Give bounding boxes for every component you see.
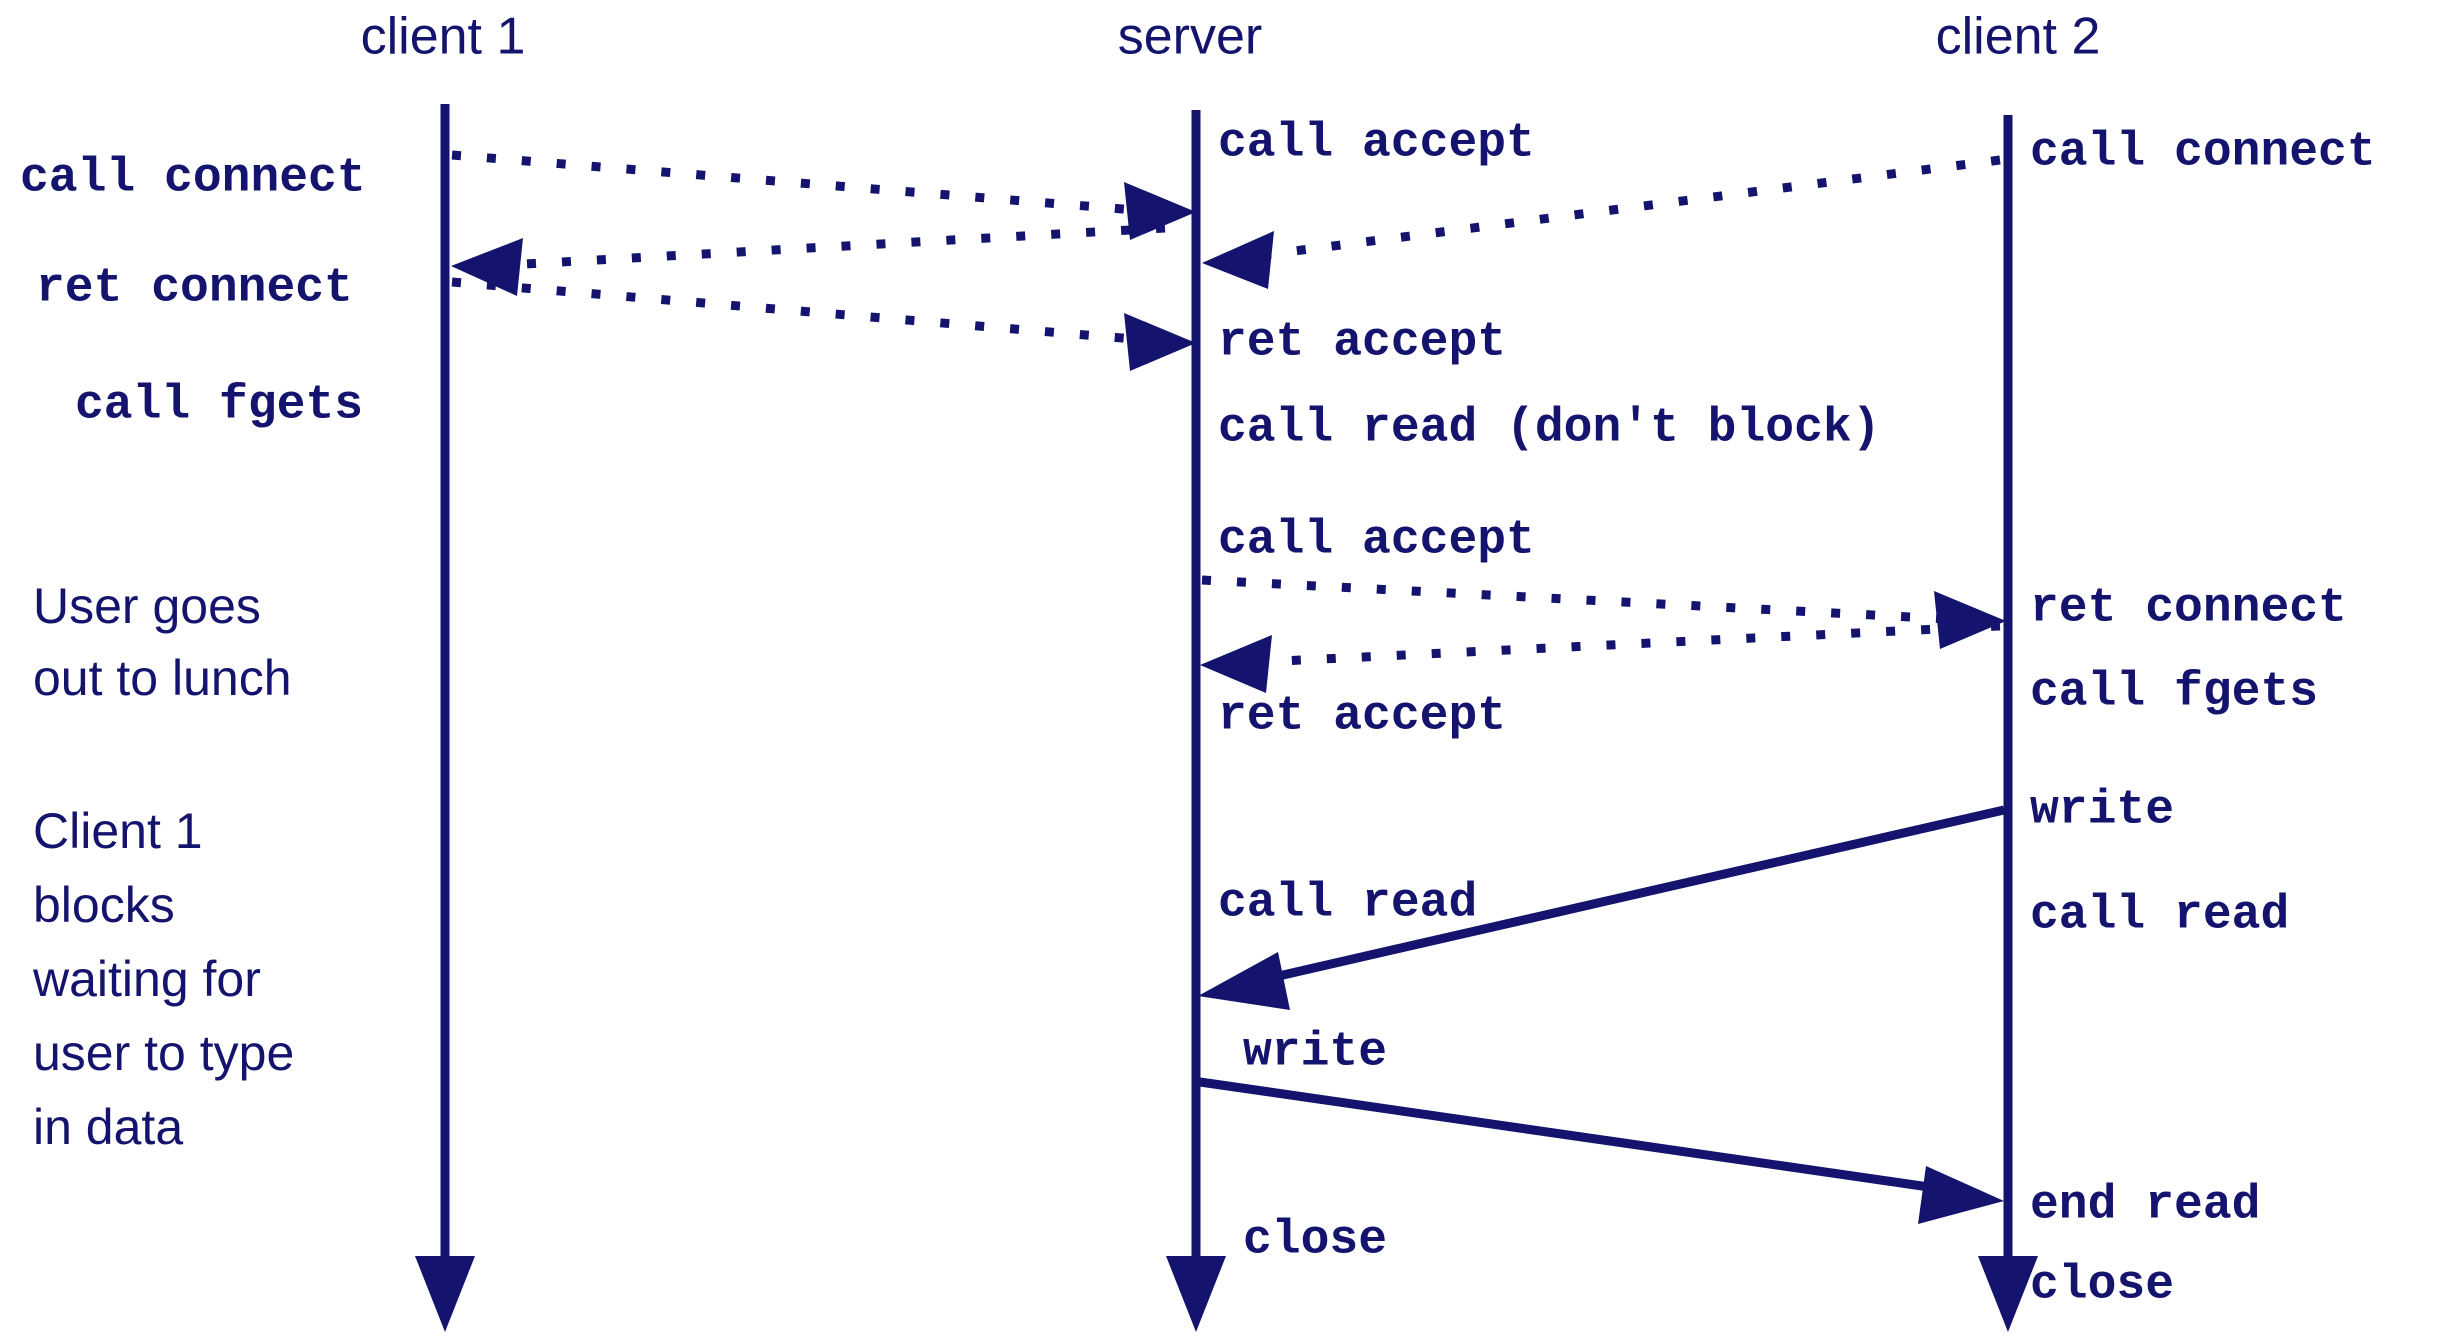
message-arrow-ret-connect-server-to-c2 — [1201, 575, 2006, 649]
label-client1-call-fgets: call fgets — [75, 379, 363, 433]
note-line: out to lunch — [33, 650, 292, 706]
label-client2-write: write — [2030, 784, 2174, 838]
label-client2-end-read: end read — [2030, 1179, 2260, 1233]
label-server-call-accept-1: call accept — [1218, 117, 1535, 171]
note-user-goes-out-to-lunch: User goes out to lunch — [33, 578, 292, 706]
label-server-call-read-dont-block: call read (don't block) — [1218, 402, 1881, 456]
label-client1-ret-connect: ret connect — [36, 262, 353, 316]
note-line: User goes — [33, 578, 261, 634]
header-client2: client 2 — [1936, 8, 2101, 66]
label-client2-call-read: call read — [2030, 889, 2289, 943]
label-client2-call-connect: call connect — [2030, 126, 2376, 180]
note-line: in data — [33, 1099, 183, 1155]
message-arrow-write-c2-to-server — [1198, 805, 2006, 1010]
lifeline-end-arrow-client2 — [1978, 1256, 2038, 1332]
label-client2-ret-connect: ret connect — [2030, 582, 2347, 636]
message-arrow-call-connect-c2-to-server — [1202, 155, 2001, 289]
header-client1: client 1 — [361, 8, 526, 66]
message-arrow-ret-connect-server-to-c1 — [451, 223, 1166, 296]
note-line: blocks — [33, 877, 175, 933]
label-server-ret-accept-2: ret accept — [1218, 690, 1506, 744]
lifeline-client2 — [1978, 115, 2038, 1332]
lifeline-end-arrow-client1 — [415, 1256, 475, 1332]
label-server-close: close — [1243, 1214, 1387, 1268]
label-server-write: write — [1243, 1026, 1387, 1080]
label-client2-call-fgets: call fgets — [2030, 666, 2318, 720]
label-server-call-accept-2: call accept — [1218, 514, 1535, 568]
note-line: user to type — [33, 1025, 294, 1081]
note-line: waiting for — [32, 951, 261, 1007]
label-server-ret-accept-1: ret accept — [1218, 316, 1506, 370]
message-arrow-ret-accept-c1-to-server — [451, 277, 1196, 371]
note-client1-blocks: Client 1 blocks waiting for user to type… — [32, 803, 294, 1155]
label-server-call-read: call read — [1218, 877, 1477, 931]
message-arrow-ret-accept-c2-to-server — [1200, 621, 2001, 693]
label-client2-close: close — [2030, 1259, 2174, 1313]
lifeline-server — [1166, 110, 1226, 1332]
header-server: server — [1118, 8, 1262, 66]
note-line: Client 1 — [33, 803, 203, 859]
label-client1-call-connect: call connect — [20, 152, 366, 206]
lifeline-client1 — [415, 104, 475, 1332]
lifeline-end-arrow-server — [1166, 1256, 1226, 1332]
message-arrow-write-server-to-c2 — [1199, 1077, 2004, 1224]
message-arrow-call-connect-c1-to-server — [451, 150, 1196, 240]
